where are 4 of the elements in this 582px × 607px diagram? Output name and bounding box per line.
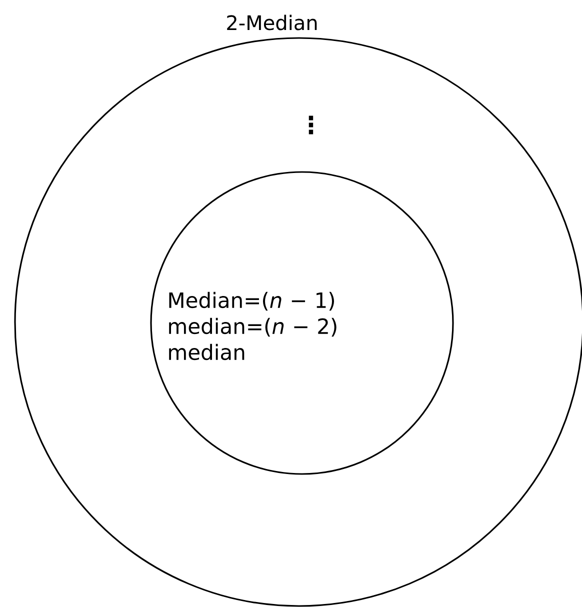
inner-circle bbox=[150, 171, 454, 475]
ellipsis: ⋮ bbox=[308, 116, 314, 134]
heading: 2-Median bbox=[227, 14, 317, 30]
circle-text: Median=(n − 1) median=(n − 2) median bbox=[169, 292, 336, 360]
